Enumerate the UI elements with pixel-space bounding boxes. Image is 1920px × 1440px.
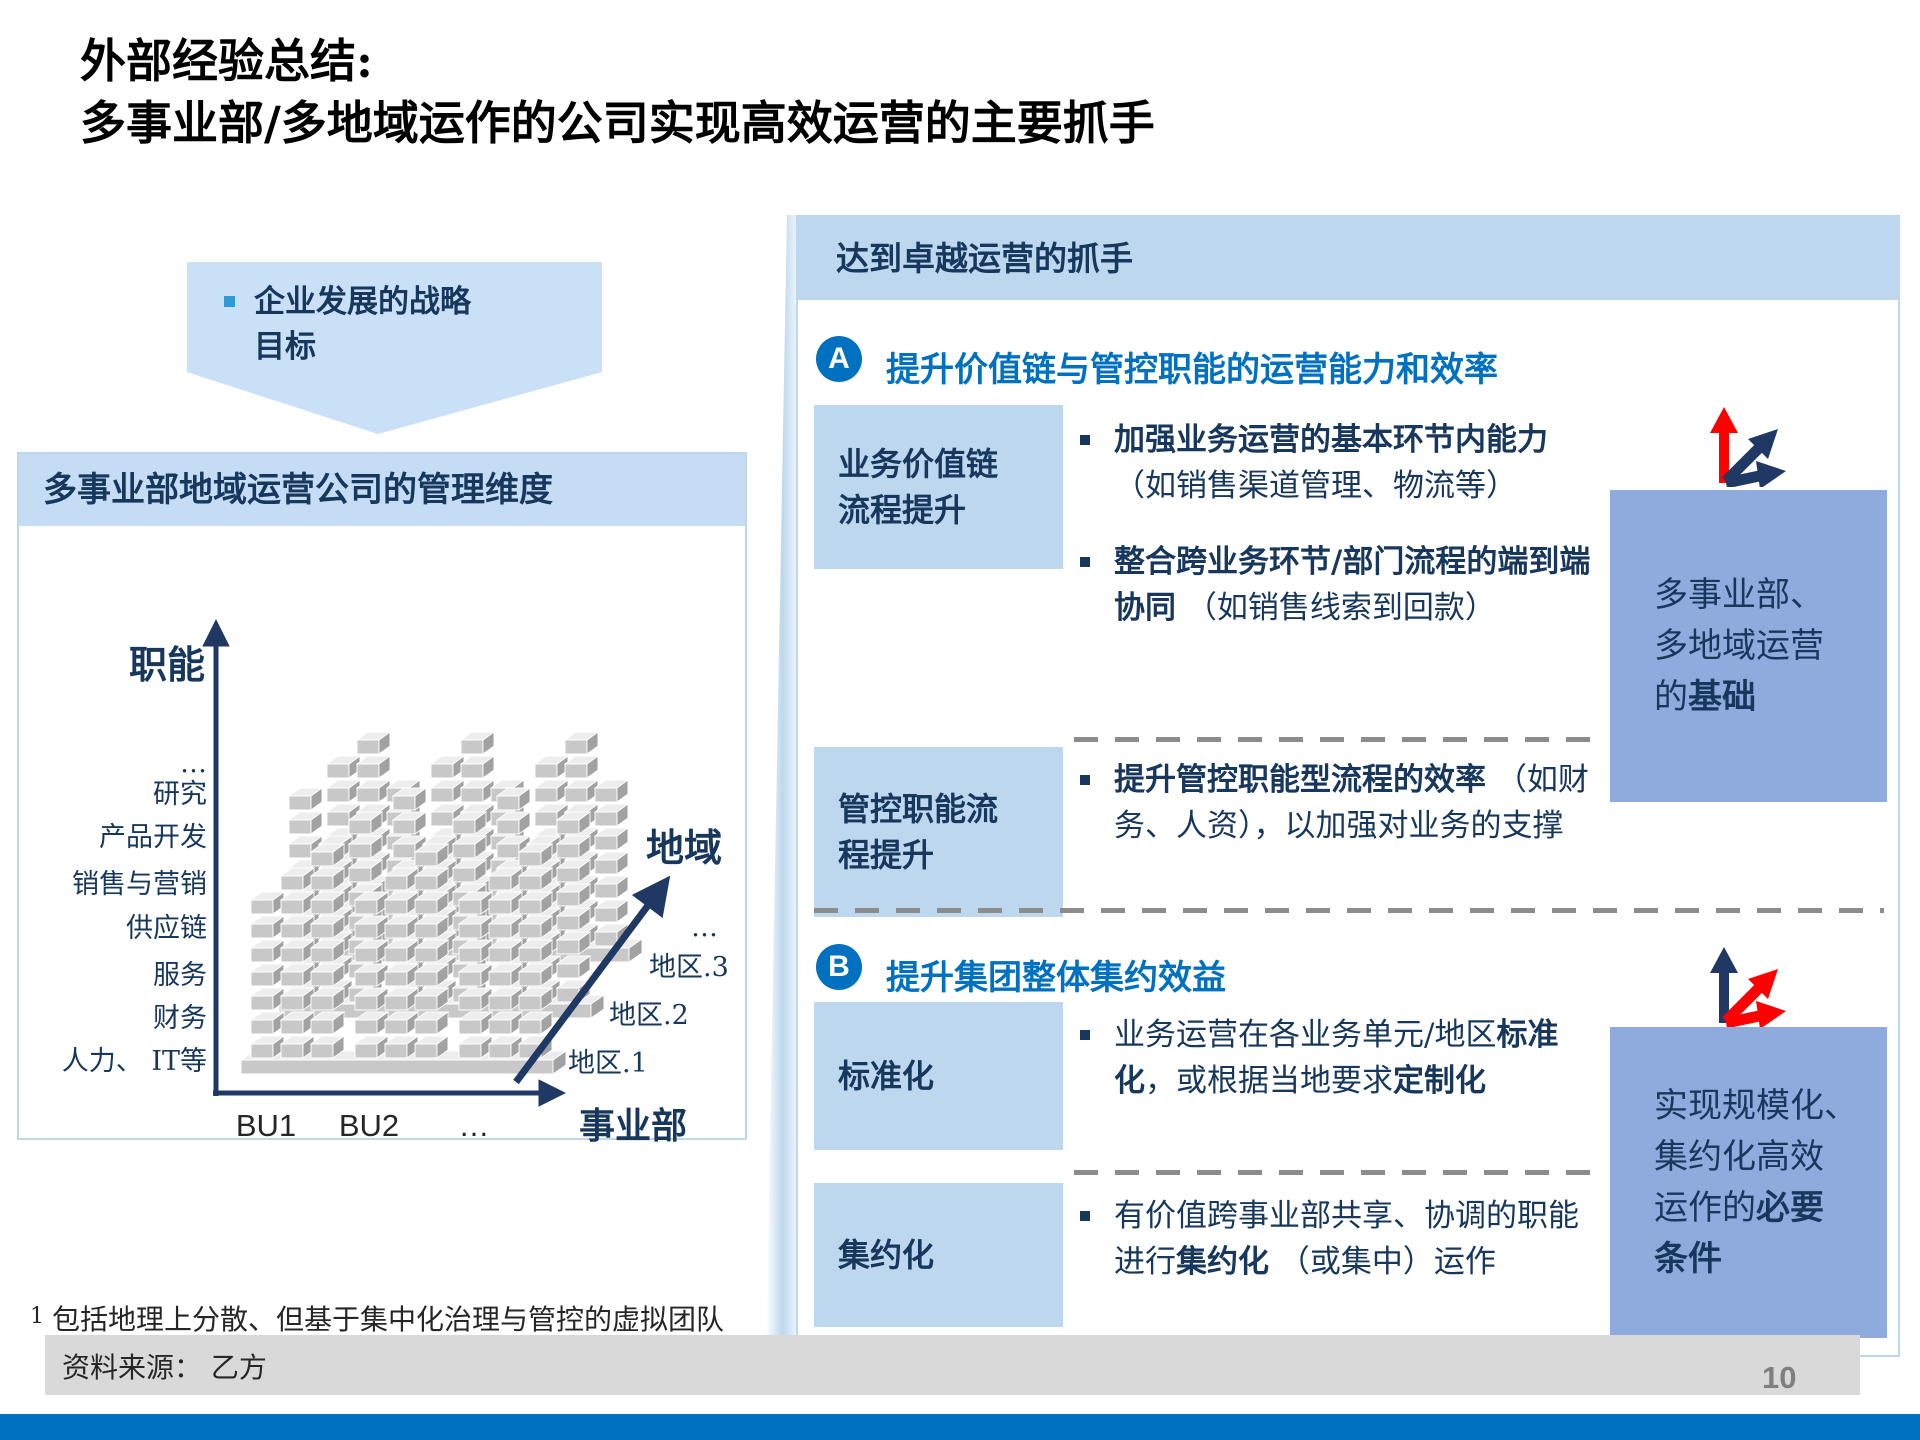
label-text: 管控职能流 程提升	[838, 790, 999, 874]
function-label: 财务	[153, 1003, 207, 1034]
label-text: 集约化	[838, 1236, 935, 1274]
region-label: …	[691, 912, 718, 943]
section-a-badge: A	[816, 336, 862, 382]
z-axis-label: 地域	[646, 825, 722, 870]
function-label: 产品开发	[99, 822, 207, 853]
bullet: 有价值跨事业部共享、协调的职能进行集约化 （或集中）运作	[1074, 1193, 1604, 1285]
bu-label: BU2	[339, 1108, 399, 1142]
label-box-intensification: 集约化	[814, 1183, 1063, 1327]
function-label: 供应链	[126, 913, 207, 944]
z-axis-line	[513, 875, 671, 1085]
y-axis-label: 职能	[129, 642, 205, 687]
region-label: 地区.2	[609, 1000, 689, 1031]
footer-blue-bar	[0, 1414, 1920, 1440]
function-label: 服务	[153, 960, 207, 991]
diverge-arrows-icon	[1710, 407, 1786, 487]
label-text: 业务价值链 流程提升	[838, 445, 999, 529]
bullets-a2: 提升管控职能型流程的效率 （如财务、人资），以加强对业务的支撑	[1074, 757, 1604, 879]
excellence-panel: 达到卓越运营的抓手 A 提升价值链与管控职能的运营能力和效率 业务价值链 流程提…	[796, 215, 1900, 1357]
matrix-3d-chart: 职能 地域 事业部 … 研究 产品开发 销售与营销 供应链 服务 财务 人力、 …	[62, 619, 729, 1142]
section-b-title: 提升集团整体集约效益	[886, 958, 1226, 998]
slide-title: 外部经验总结: 多事业部/多地域运作的公司实现高效运营的主要抓手	[80, 30, 1155, 154]
function-label: …	[180, 748, 207, 779]
section-b-badge: B	[816, 944, 862, 990]
footnote-text: 包括地理上分散、但基于集中化治理与管控的虚拟团队	[52, 1303, 725, 1336]
slide-title-line2: 多事业部/多地域运作的公司实现高效运营的主要抓手	[80, 96, 1155, 150]
bullet: 业务运营在各业务单元/地区标准化，或根据当地要求定制化	[1074, 1012, 1604, 1104]
bullet: 加强业务运营的基本环节内能力 （如销售渠道管理、物流等）	[1074, 417, 1604, 509]
panel-edge-decoration	[766, 215, 796, 1357]
bu-label: BU1	[236, 1108, 296, 1142]
side-note-text: 多事业部、 多地域运营 的基础	[1654, 574, 1824, 717]
bullets-b1: 业务运营在各业务单元/地区标准化，或根据当地要求定制化	[1074, 1012, 1604, 1134]
label-box-control-function: 管控职能流 程提升	[814, 747, 1063, 917]
matrix-box-header: 多事业部地域运营公司的管理维度	[19, 454, 745, 526]
x-axis-label: 事业部	[579, 1105, 687, 1142]
dashed-divider	[1074, 737, 1594, 742]
region-label: 地区.3	[649, 952, 729, 983]
page-number: 10	[1762, 1360, 1797, 1395]
diverge-arrows-icon	[1710, 947, 1786, 1027]
bullets-a1: 加强业务运营的基本环节内能力 （如销售渠道管理、物流等） 整合跨业务环节/部门流…	[1074, 417, 1604, 661]
callout-bullet-square	[224, 296, 235, 307]
cube-matrix	[239, 731, 644, 1075]
label-box-business-value-chain: 业务价值链 流程提升	[814, 405, 1063, 569]
bullets-b2: 有价值跨事业部共享、协调的职能进行集约化 （或集中）运作	[1074, 1193, 1604, 1315]
bu-label: …	[459, 1108, 490, 1142]
slide-title-line1: 外部经验总结:	[80, 34, 373, 88]
footnote-number: 1	[30, 1304, 44, 1329]
dashed-divider	[1074, 1170, 1594, 1175]
side-note-text: 实现规模化、 集约化高效 运作的必要 条件	[1654, 1085, 1858, 1279]
dashed-section-divider	[814, 908, 1884, 913]
function-label: 人力、 IT等	[62, 1046, 207, 1077]
label-box-standardization: 标准化	[814, 1002, 1063, 1150]
section-a-title: 提升价值链与管控职能的运营能力和效率	[886, 350, 1498, 390]
footer-gray-band	[45, 1335, 1860, 1395]
matrix-box-title: 多事业部地域运营公司的管理维度	[43, 470, 553, 510]
panel-header-title: 达到卓越运营的抓手	[836, 239, 1133, 278]
label-text: 标准化	[838, 1057, 935, 1095]
bullet: 整合跨业务环节/部门流程的端到端协同 （如销售线索到回款）	[1074, 539, 1604, 631]
source-note: 资料来源： 乙方	[62, 1351, 267, 1384]
side-note-foundation: 多事业部、 多地域运营 的基础	[1610, 490, 1887, 802]
side-note-necessary-condition: 实现规模化、 集约化高效 运作的必要 条件	[1610, 1027, 1887, 1338]
function-label: 研究	[153, 779, 207, 810]
footnote: 1 包括地理上分散、但基于集中化治理与管控的虚拟团队	[30, 1298, 724, 1338]
bullet: 提升管控职能型流程的效率 （如财务、人资），以加强对业务的支撑	[1074, 757, 1604, 849]
function-label: 销售与营销	[72, 869, 207, 900]
callout-text: 企业发展的战略 目标	[254, 284, 471, 365]
matrix-dimension-box: 多事业部地域运营公司的管理维度 职能 地域 事业部 … 研究 产品开发 销售与营…	[17, 452, 747, 1142]
region-label: 地区.1	[568, 1048, 648, 1079]
panel-header-band: 达到卓越运营的抓手	[798, 217, 1898, 300]
